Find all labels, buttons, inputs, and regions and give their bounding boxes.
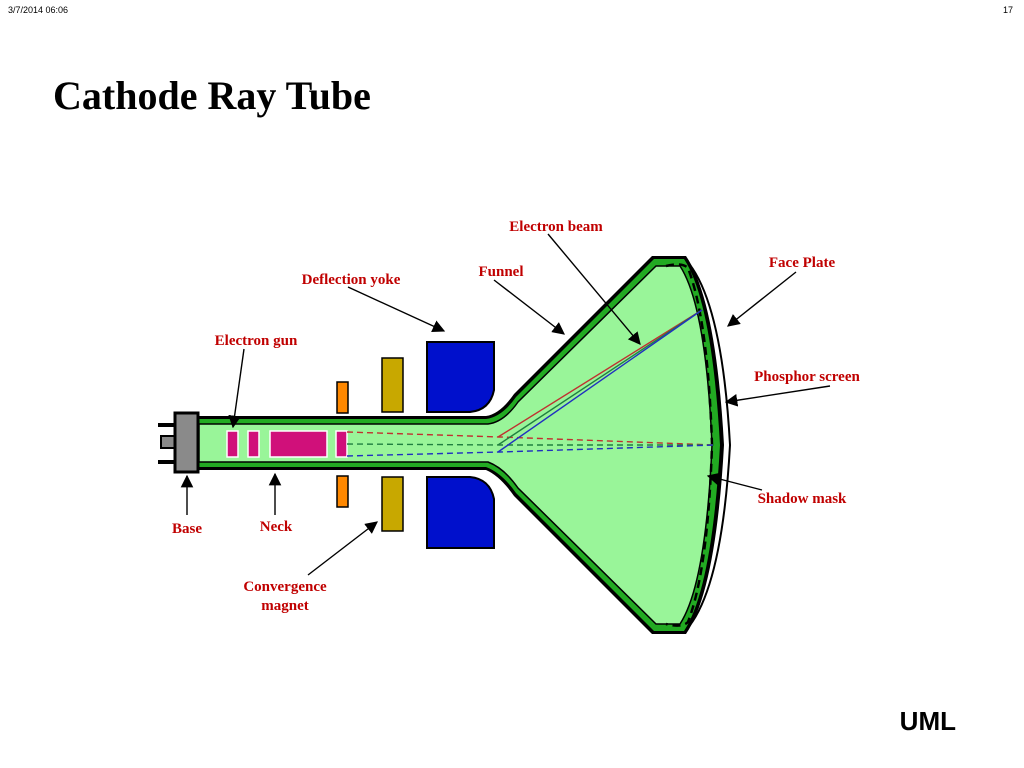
beam-red-neck — [346, 431, 716, 446]
base-plug — [158, 411, 200, 474]
slide-title: Cathode Ray Tube — [53, 73, 371, 118]
arrow-phosphor-screen — [724, 385, 831, 407]
convergence-magnet-top — [381, 357, 404, 413]
arrow-funnel — [493, 279, 565, 335]
arrow-shadow-mask — [706, 472, 763, 491]
beam-blue-deflected — [497, 309, 703, 453]
arrow-face-plate — [727, 271, 797, 327]
arrow-convergence-magnet — [307, 521, 378, 576]
uml-logo-text: UML — [899, 706, 956, 736]
label-neck: Neck — [260, 519, 293, 535]
label-electron-gun: Electron gun — [215, 333, 298, 349]
beam-blue-neck — [346, 444, 716, 457]
arrow-electron-gun — [228, 348, 245, 429]
label-shadow-mask: Shadow mask — [758, 491, 847, 507]
face-plate — [685, 259, 732, 631]
beam-paths — [346, 431, 716, 457]
deflection-yoke-bottom — [426, 476, 495, 549]
arrow-electron-beam — [547, 233, 641, 345]
small-magnet-top — [336, 381, 349, 414]
beam-green-deflected — [497, 309, 703, 446]
slide-date-time: 3/7/2014 06:06 — [8, 5, 69, 15]
deflection-yoke-top — [426, 341, 495, 413]
label-funnel: Funnel — [478, 264, 523, 280]
small-magnet-bottom — [336, 475, 349, 508]
pointer-arrows — [180, 233, 831, 576]
label-base: Base — [172, 521, 202, 537]
beam-green-neck — [346, 443, 715, 446]
label-phosphor-screen: Phosphor screen — [754, 369, 860, 385]
electron-gun — [226, 430, 348, 458]
convergence-magnet-bottom — [381, 476, 404, 532]
label-electron-beam: Electron beam — [509, 219, 603, 235]
deflected-beams — [497, 309, 703, 453]
label-face-plate: Face Plate — [769, 255, 836, 271]
label-convergence-line1: Convergence — [243, 579, 327, 595]
beam-red-deflected — [497, 309, 703, 438]
arrow-deflection-yoke — [347, 286, 446, 333]
label-deflection-yoke: Deflection yoke — [302, 272, 401, 288]
slide-page-number: 17 — [1002, 5, 1013, 15]
label-convergence-line2: magnet — [261, 598, 309, 614]
